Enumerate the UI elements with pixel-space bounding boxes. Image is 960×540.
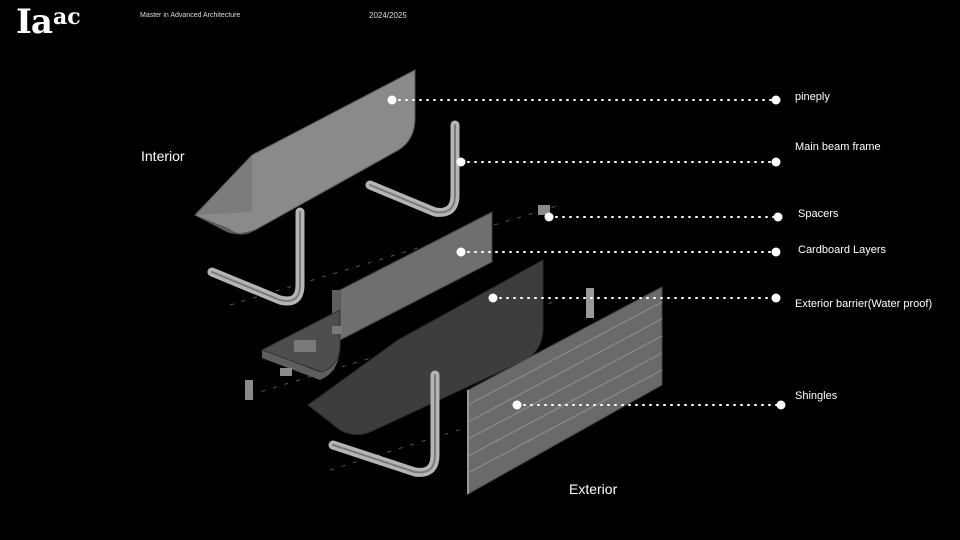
logo-text-sup2: c bbox=[67, 4, 80, 30]
leader-lines bbox=[391, 99, 782, 406]
dot-main-beam-start bbox=[456, 157, 466, 167]
dot-barrier-start bbox=[488, 293, 498, 303]
academic-year: 2024/2025 bbox=[369, 11, 407, 20]
dot-spacers-end bbox=[773, 212, 783, 222]
interior-label: Interior bbox=[141, 148, 185, 164]
logo-text-sup1: a bbox=[52, 4, 67, 30]
layer-label-exterior-barrier: Exterior barrier(Water proof) bbox=[795, 298, 933, 310]
dot-spacers-start bbox=[544, 212, 554, 222]
dot-cardboard-end bbox=[771, 247, 781, 257]
spacer-block-left bbox=[245, 380, 253, 400]
dot-main-beam-end bbox=[771, 157, 781, 167]
main-beam-frame-bottom bbox=[328, 370, 440, 477]
dot-cardboard-start bbox=[456, 247, 466, 257]
dot-pineply-start bbox=[387, 95, 397, 105]
pineply-panel bbox=[194, 69, 416, 235]
layer-label-spacers: Spacers bbox=[798, 208, 839, 220]
dot-barrier-end bbox=[771, 293, 781, 303]
cardboard-layers-panel bbox=[260, 211, 493, 380]
spacer-block-top bbox=[538, 205, 550, 215]
shingles-panel bbox=[467, 286, 663, 495]
logo-text-main: Ia bbox=[16, 2, 53, 42]
dot-shingles-end bbox=[776, 400, 786, 410]
main-beam-frame-left bbox=[207, 207, 305, 306]
dot-pineply-end bbox=[771, 95, 781, 105]
leader-dots bbox=[387, 95, 786, 410]
spacer-block-right bbox=[586, 288, 594, 318]
layer-label-cardboard-layers: Cardboard Layers bbox=[798, 244, 887, 256]
iaac-logo: Iaac bbox=[16, 2, 81, 42]
dot-shingles-start bbox=[512, 400, 522, 410]
layer-label-pineply: pineply bbox=[795, 91, 830, 103]
layer-label-shingles: Shingles bbox=[795, 390, 838, 402]
main-beam-frame-top bbox=[365, 120, 460, 217]
program-title: Master in Advanced Architecture bbox=[140, 12, 241, 19]
exterior-barrier-panel bbox=[307, 259, 544, 436]
layer-label-main-beam-frame: Main beam frame bbox=[795, 141, 881, 153]
exterior-label: Exterior bbox=[569, 481, 618, 497]
